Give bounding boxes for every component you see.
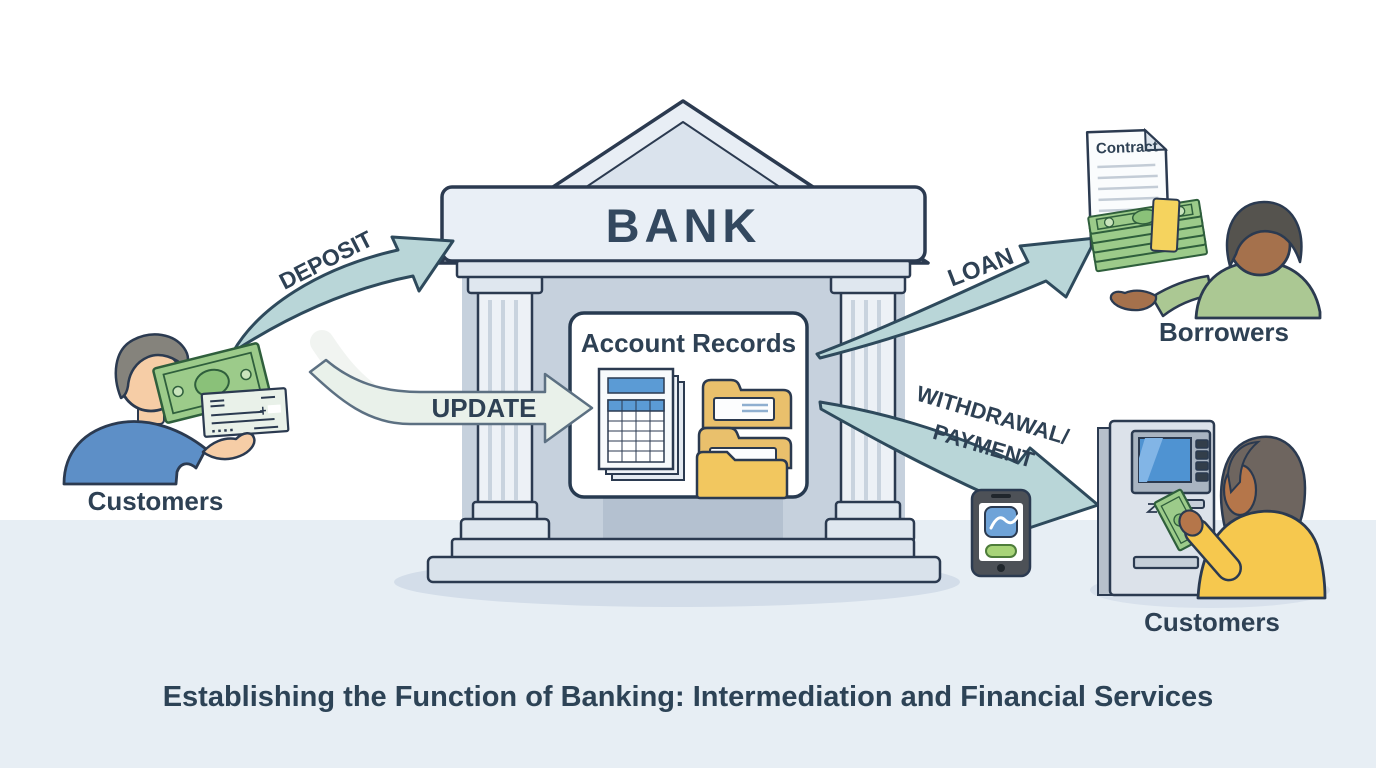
diagram-title: Establishing the Function of Banking: In… (162, 681, 1214, 713)
customers-left-label: Customers (87, 486, 224, 516)
atm-customer-figure (1178, 435, 1327, 600)
deposit-arrow (231, 235, 455, 354)
bank-steps (426, 537, 942, 584)
money-stack-icon (1087, 197, 1208, 273)
account-records-title: Account Records (580, 328, 797, 358)
ledger-icon (597, 367, 685, 481)
customer-left-figure (62, 333, 290, 486)
loan-arrow (815, 236, 1098, 360)
borrowers-label: Borrowers (1158, 317, 1290, 347)
update-arrow (308, 358, 594, 444)
bank-sign-text: BANK (605, 199, 762, 252)
check-icon (200, 387, 290, 438)
bank-ledge (455, 259, 912, 279)
borrower-figure (1085, 127, 1322, 320)
account-records-box (568, 311, 809, 500)
contract-doc-label: Contract (1095, 138, 1158, 158)
customers-right-label: Customers (1144, 607, 1280, 637)
update-arrow-label: UPDATE (431, 393, 537, 423)
smartphone-icon (970, 488, 1032, 578)
folder-icon (695, 378, 793, 500)
